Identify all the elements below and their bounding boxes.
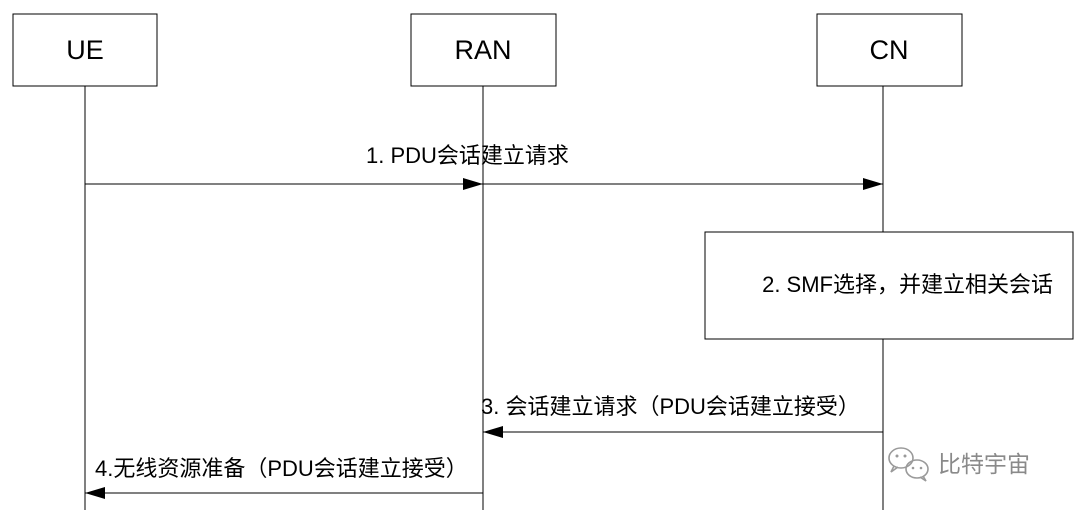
watermark-text: 比特宇宙: [938, 451, 1030, 477]
msg4-label: 4.无线资源准备（PDU会话建立接受）: [95, 456, 468, 481]
msg1-label: 1. PDU会话建立请求: [366, 143, 569, 168]
msg3-label: 3. 会话建立请求（PDU会话建立接受）: [481, 394, 860, 419]
node-ue: UE: [12, 13, 158, 87]
step2-label: 2. SMF选择，并建立相关会话: [762, 272, 1053, 297]
step2-process-box: 2. SMF选择，并建立相关会话: [704, 231, 1074, 340]
node-cn-label: CN: [870, 35, 909, 65]
node-ue-label: UE: [66, 35, 104, 65]
watermark: 比特宇宙: [888, 447, 1030, 482]
node-cn: CN: [816, 13, 963, 87]
wechat-icon: [888, 447, 929, 482]
node-ran: RAN: [410, 13, 557, 87]
node-ran-label: RAN: [454, 35, 511, 65]
